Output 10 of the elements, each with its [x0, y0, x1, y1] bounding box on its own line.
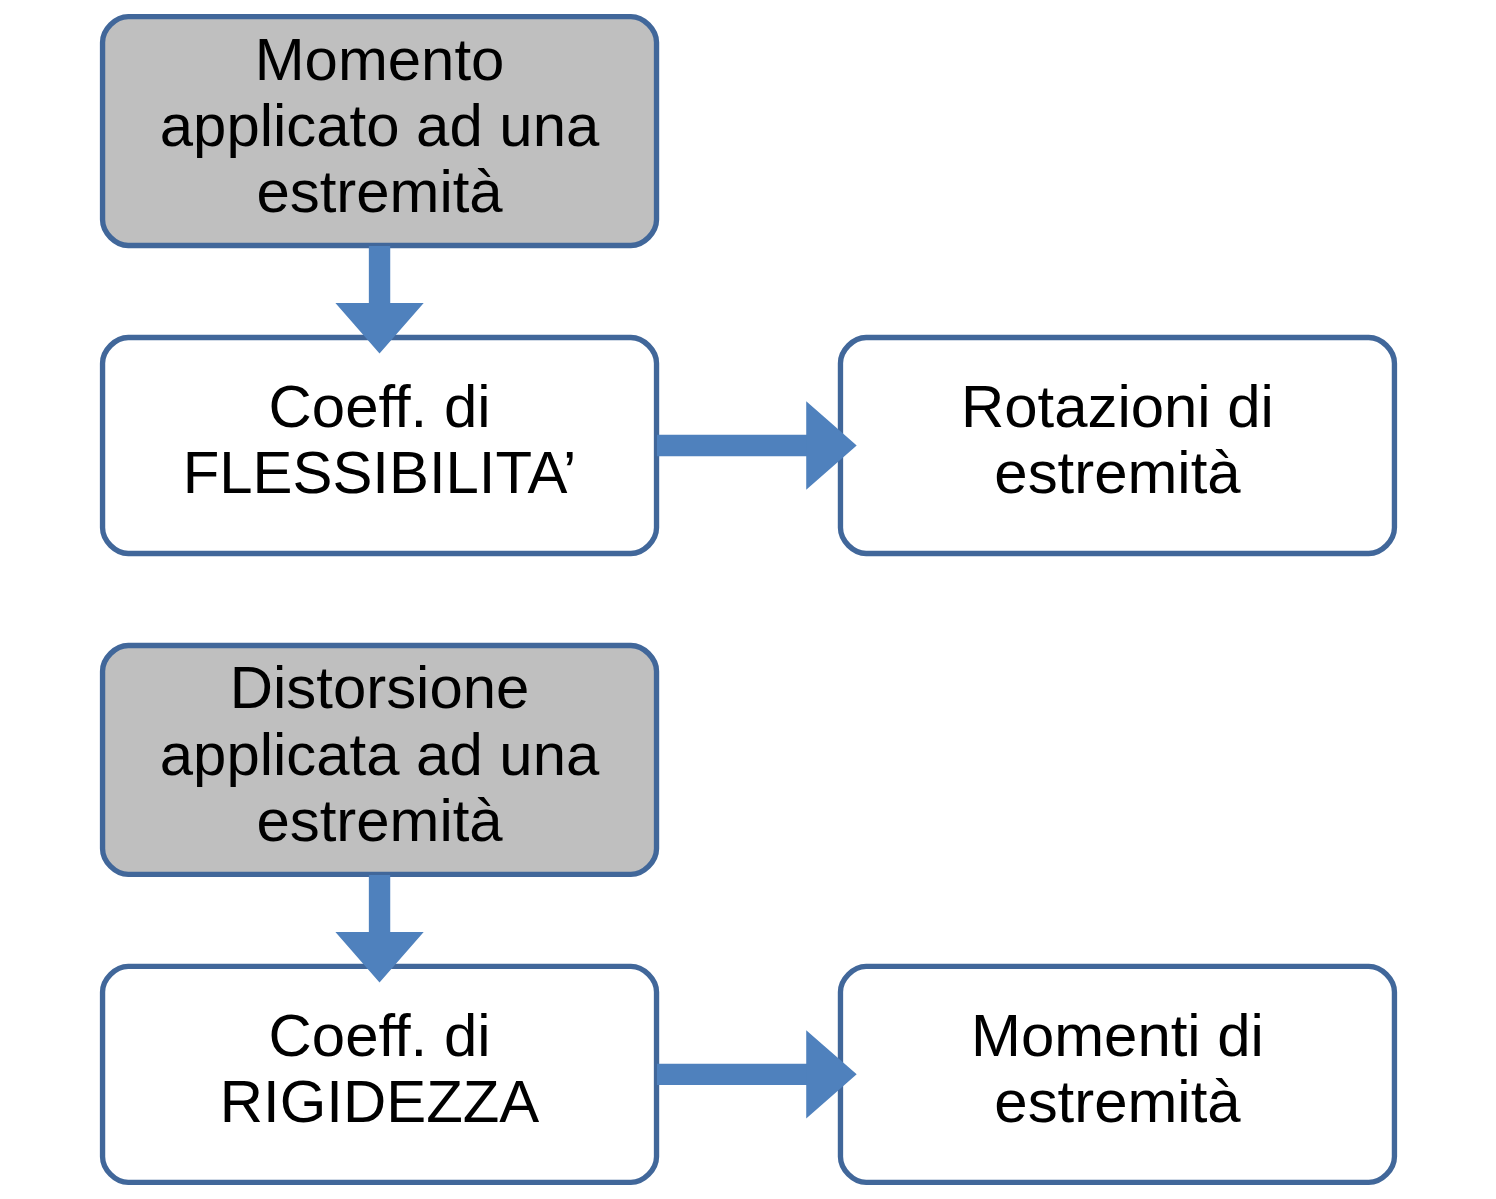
node-box: Coeff. di FLESSIBILITA’ [99, 334, 659, 557]
arrow [656, 1030, 857, 1119]
arrow [656, 401, 857, 490]
node-box: Momento applicato ad una estremità [99, 13, 659, 249]
node-box: Rotazioni di estremità [837, 334, 1397, 557]
arrow [334, 874, 424, 983]
arrow [334, 246, 424, 354]
node-box: Distorsione applicata ad una estremità [99, 642, 659, 878]
node-box: Momenti di estremità [837, 963, 1397, 1186]
node-box: Coeff. di RIGIDEZZA [99, 963, 659, 1186]
